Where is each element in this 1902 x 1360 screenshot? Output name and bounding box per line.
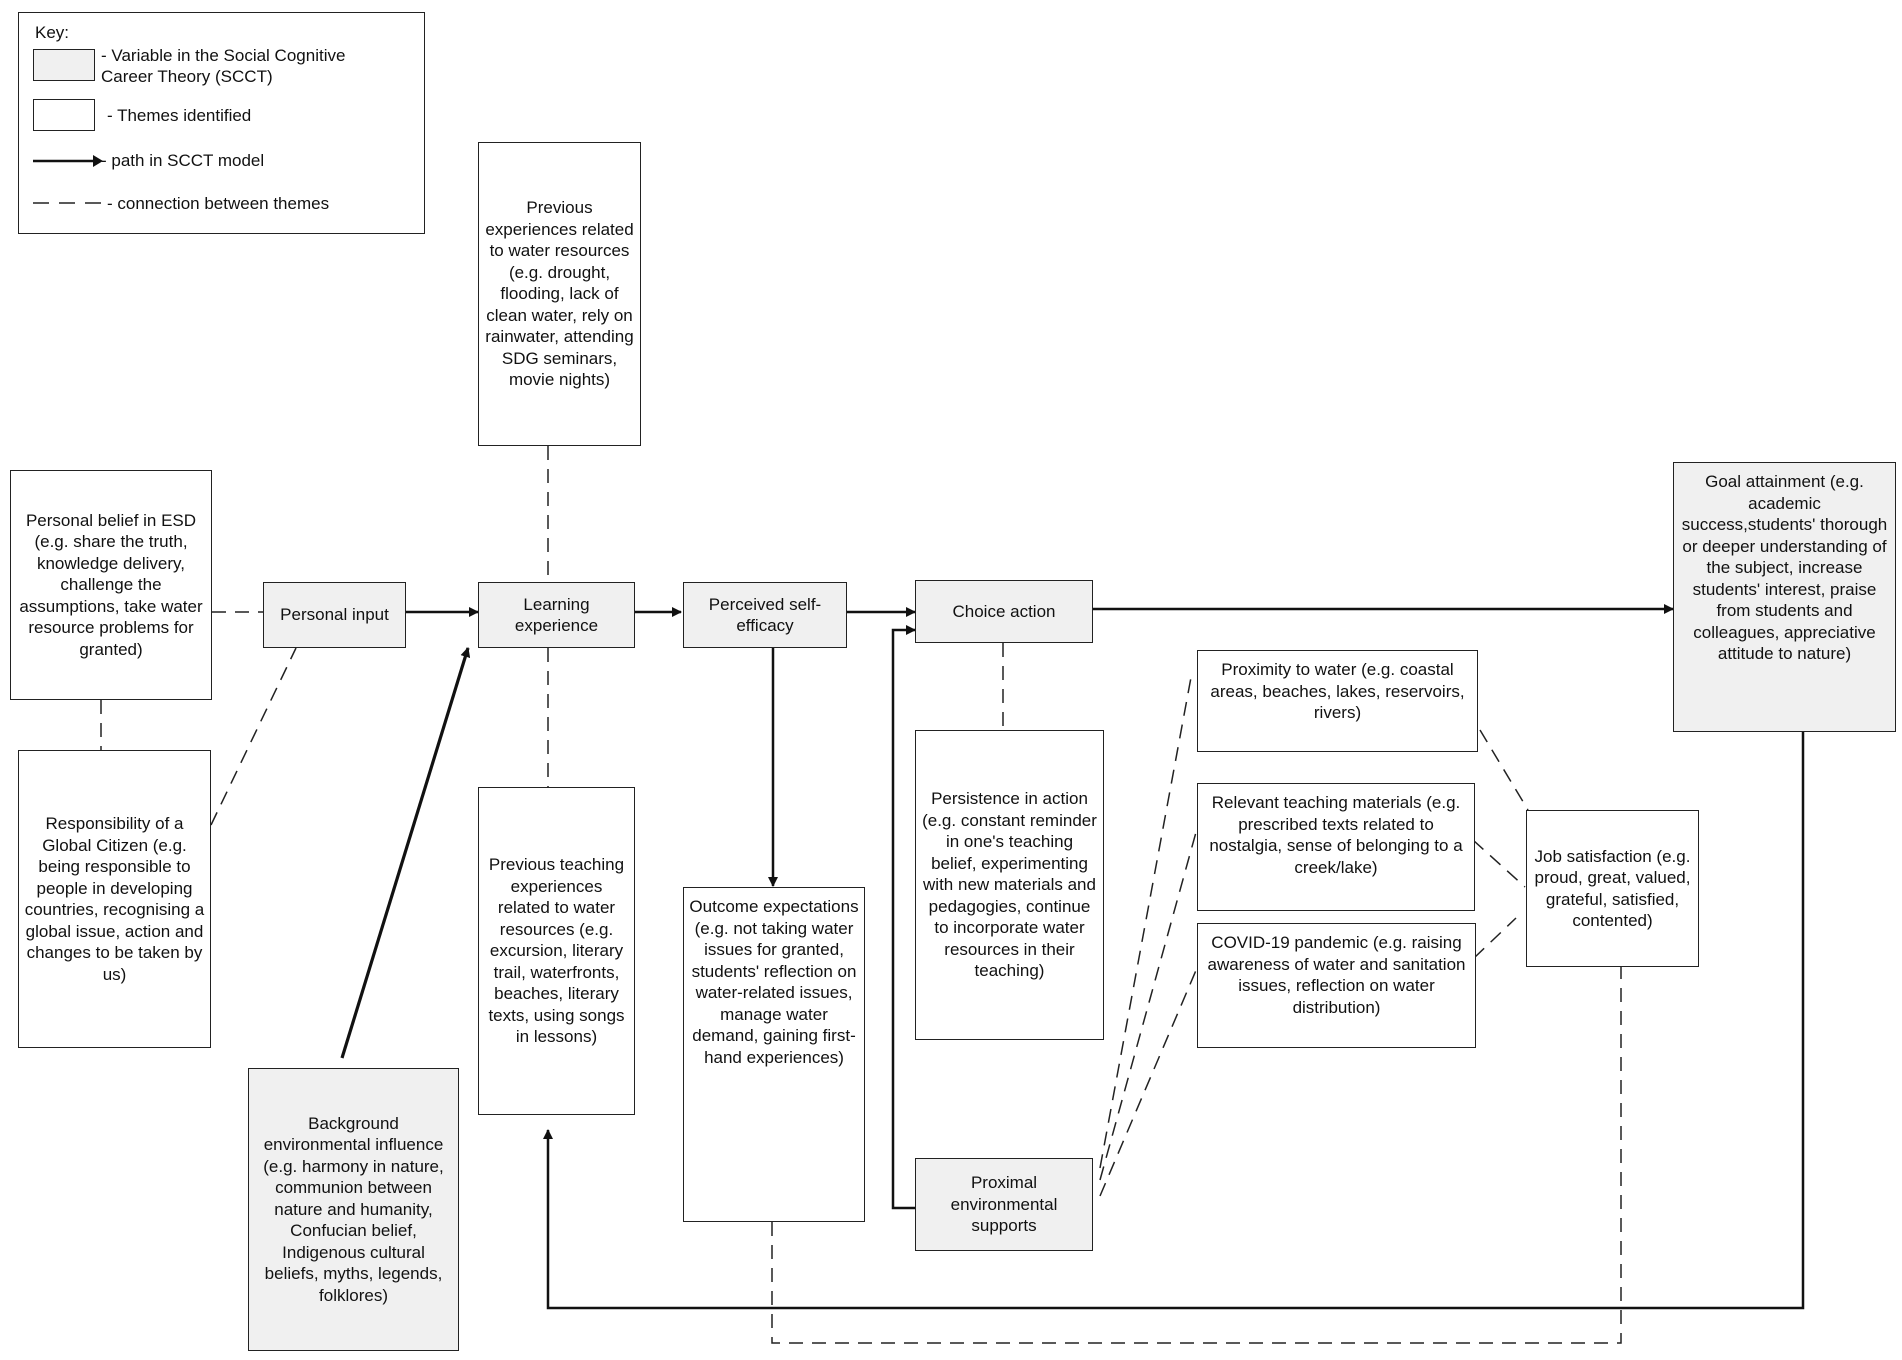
node-learning-experience: Learning experience — [478, 582, 635, 648]
node-covid-pandemic: COVID-19 pandemic (e.g. raising awarenes… — [1197, 923, 1476, 1048]
legend-scct-label: - Variable in the Social Cognitive Caree… — [101, 46, 346, 86]
node-proximal-supports: Proximal environmental supports — [915, 1158, 1093, 1251]
legend-path-label: - path in SCCT model — [101, 151, 265, 170]
path-goal-feedback-to-learning — [543, 732, 1805, 1310]
node-previous-experiences: Previous experiences related to water re… — [478, 142, 641, 446]
link-proximal-to-materials — [1099, 824, 1199, 1181]
node-choice-action: Choice action — [915, 580, 1093, 643]
node-job-satisfaction: Job satisfaction (e.g. proud, great, val… — [1526, 810, 1699, 967]
path-proximal-to-choice — [891, 625, 916, 1210]
link-materials-to-job — [1472, 839, 1526, 888]
legend-scct-swatch — [33, 49, 95, 81]
legend-title: Key: — [35, 23, 70, 42]
link-proximity-to-job — [1479, 729, 1529, 811]
path-background-to-learning — [340, 647, 471, 1059]
link-covid-to-job — [1473, 917, 1517, 959]
legend-theme-label: - Themes identified — [107, 106, 252, 125]
legend-arrow-icon — [33, 155, 103, 167]
legend-connection-label: - connection between themes — [107, 194, 330, 213]
node-proximity-to-water: Proximity to water (e.g. coastal areas, … — [1197, 650, 1478, 752]
node-background-influence: Background environmental influence (e.g.… — [248, 1068, 459, 1351]
node-responsibility: Responsibility of a Global Citizen (e.g.… — [18, 750, 211, 1048]
node-perceived-self-efficacy: Perceived self-efficacy — [683, 582, 847, 648]
node-previous-teaching: Previous teaching experiences related to… — [478, 787, 635, 1115]
node-personal-input: Personal input — [263, 582, 406, 648]
link-proximal-to-covid — [1099, 967, 1198, 1197]
node-goal-attainment: Goal attainment (e.g. academic success,s… — [1673, 462, 1896, 732]
node-persistence: Persistence in action (e.g. constant rem… — [915, 730, 1104, 1040]
legend-dash-icon — [33, 202, 103, 204]
legend: Key: - Variable in the Social Cognitive … — [18, 12, 425, 234]
node-personal-belief: Personal belief in ESD (e.g. share the t… — [10, 470, 212, 700]
node-teaching-materials: Relevant teaching materials (e.g. prescr… — [1197, 783, 1475, 911]
legend-theme-swatch — [33, 99, 95, 131]
link-responsibility-to-input — [210, 647, 297, 826]
link-proximal-to-proximity — [1099, 671, 1193, 1169]
node-outcome-expectations: Outcome expectations (e.g. not taking wa… — [683, 887, 865, 1222]
link-outcome-to-job — [771, 967, 1622, 1344]
